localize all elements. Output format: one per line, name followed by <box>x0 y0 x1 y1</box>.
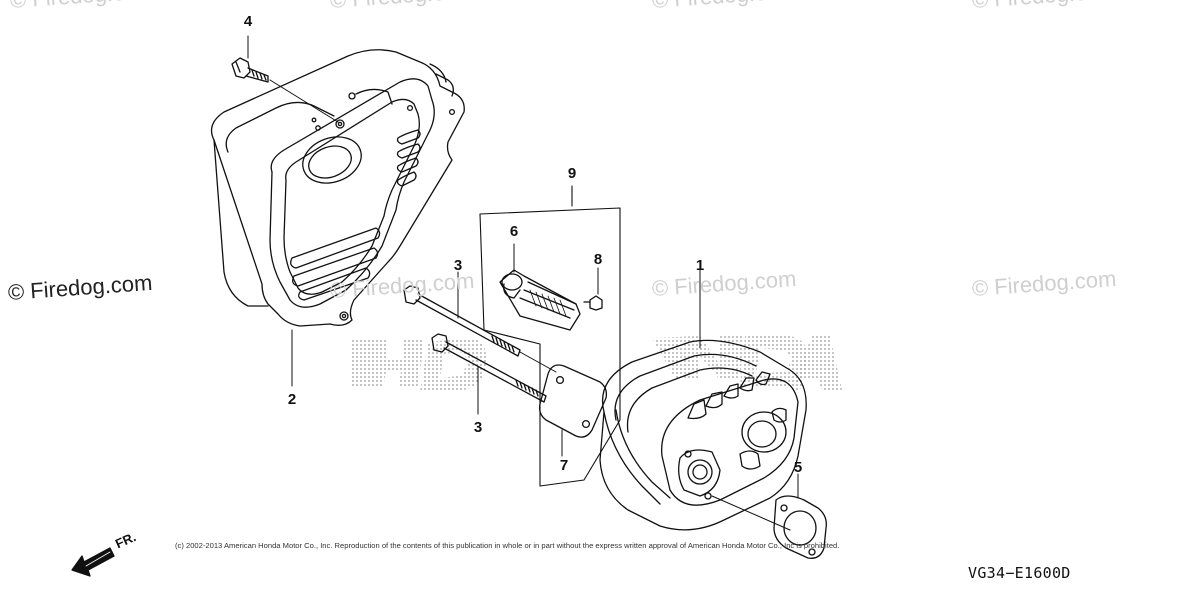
honda-logo-watermark <box>350 336 842 392</box>
callout-5: 5 <box>793 459 803 476</box>
callout-3-lower: 3 <box>473 419 483 436</box>
callout-8: 8 <box>593 251 603 268</box>
flange-bolt-part-4 <box>231 35 339 123</box>
exhaust-gasket-part-5 <box>711 473 827 559</box>
muffler-bolt-upper-part-3 <box>403 271 557 373</box>
callout-4: 4 <box>243 13 253 30</box>
diagram-code: VG34−E1600D <box>968 564 1071 582</box>
screw-part-8 <box>583 267 603 311</box>
callout-3-upper: 3 <box>453 257 463 274</box>
spark-arrester-set-bracket-9 <box>479 185 621 487</box>
muffler-part-1 <box>599 269 807 531</box>
copyright-notice: (c) 2002-2013 American Honda Motor Co., … <box>175 541 840 550</box>
muffler-protector-part-2 <box>210 49 465 327</box>
callout-1: 1 <box>695 257 705 274</box>
callout-7: 7 <box>559 457 569 474</box>
front-direction-arrow-icon <box>71 547 115 577</box>
callout-6: 6 <box>509 223 519 240</box>
spark-arrester-part-6 <box>499 243 581 331</box>
muffler-bolt-lower-part-3 <box>431 333 547 415</box>
gasket-part-7 <box>538 364 608 457</box>
callout-9: 9 <box>567 165 577 182</box>
callout-2: 2 <box>287 391 297 408</box>
